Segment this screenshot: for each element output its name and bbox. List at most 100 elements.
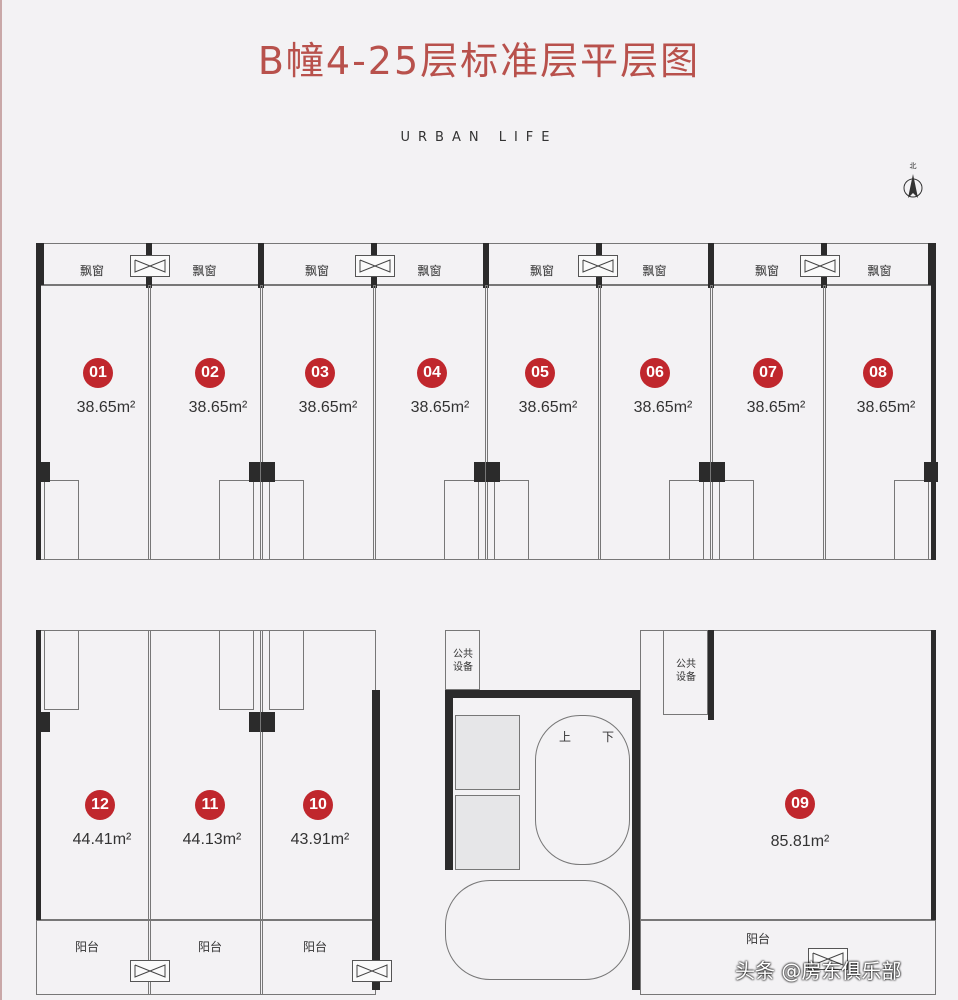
- unit-area: 38.65m²: [518, 399, 578, 416]
- ac-unit-icon: [352, 960, 392, 982]
- partition-wall: [372, 285, 376, 560]
- wall: [931, 285, 936, 560]
- balcony-label: 阳台: [745, 932, 771, 946]
- bathroom: [269, 480, 304, 560]
- core-wall: [445, 690, 453, 870]
- unit-area: 85.81m²: [770, 833, 830, 850]
- column: [36, 712, 50, 732]
- unit-number-badge: 06: [640, 358, 670, 388]
- equipment-label: 公共设备: [453, 649, 473, 673]
- bathroom: [443, 480, 479, 560]
- bathroom: [44, 480, 79, 560]
- unit-area: 38.65m²: [633, 399, 693, 416]
- page-border: [0, 0, 2, 1000]
- ac-unit-icon: [808, 948, 848, 970]
- unit-area: 44.13m²: [182, 831, 242, 848]
- unit-area: 38.65m²: [188, 399, 248, 416]
- partition-wall: [485, 285, 488, 560]
- bay-window-label: 飘窗: [529, 264, 555, 278]
- unit-number-badge: 11: [195, 790, 225, 820]
- unit-area: 38.65m²: [410, 399, 470, 416]
- unit-number-badge: 05: [525, 358, 555, 388]
- bathroom: [893, 480, 929, 560]
- column: [36, 462, 50, 482]
- bay-window-label: 飘窗: [79, 264, 105, 278]
- partition-wall: [710, 285, 713, 560]
- column: [711, 462, 725, 482]
- balcony-label: 阳台: [74, 940, 100, 954]
- unit-number-badge: 02: [195, 358, 225, 388]
- column: [248, 712, 263, 732]
- bay-window-label: 飘窗: [867, 264, 892, 278]
- bay-window-label: 飘窗: [304, 264, 330, 278]
- wall: [36, 630, 41, 920]
- bottom-left-units-block: [36, 630, 376, 920]
- ac-unit-icon: [130, 255, 170, 277]
- equipment-room: [663, 630, 708, 715]
- stair-down-label: 下: [601, 730, 615, 744]
- balcony-right: [640, 920, 936, 995]
- stairwell: [535, 715, 630, 865]
- bathroom: [719, 480, 754, 560]
- stairwell: [445, 880, 630, 980]
- equipment-label: 公共设备: [676, 659, 696, 683]
- unit-number-badge: 08: [863, 358, 893, 388]
- partition-wall: [260, 285, 263, 560]
- unit-area: 38.65m²: [76, 399, 136, 416]
- core-wall: [632, 690, 640, 990]
- unit-area: 44.41m²: [72, 831, 132, 848]
- wall: [258, 243, 264, 288]
- column: [261, 462, 275, 482]
- column: [486, 462, 500, 482]
- bathroom: [44, 630, 79, 710]
- column: [473, 462, 488, 482]
- ac-unit-icon: [578, 255, 618, 277]
- partition-wall: [260, 630, 263, 995]
- unit-number-badge: 04: [417, 358, 447, 388]
- page-subtitle: URBAN LIFE: [400, 130, 558, 145]
- wall: [708, 630, 714, 720]
- unit-number-badge: 10: [303, 790, 333, 820]
- core-wall: [445, 690, 640, 698]
- watermark: 头条 @房东俱乐部: [735, 959, 902, 983]
- unit-number-badge: 09: [785, 789, 815, 819]
- wall: [708, 243, 714, 288]
- column: [261, 712, 275, 732]
- core-wall: [372, 690, 380, 990]
- unit-number-badge: 01: [83, 358, 113, 388]
- wall: [483, 243, 489, 288]
- bay-window-label: 飘窗: [754, 264, 780, 278]
- stair-up-label: 上: [558, 730, 572, 744]
- bay-window-label: 飘窗: [417, 264, 442, 278]
- unit-area: 43.91m²: [290, 831, 350, 848]
- unit-area: 38.65m²: [298, 399, 358, 416]
- unit-number-badge: 12: [85, 790, 115, 820]
- compass-label: 北: [910, 162, 917, 170]
- unit-number-badge: 03: [305, 358, 335, 388]
- elevator: [455, 715, 520, 790]
- partition-wall: [822, 285, 826, 560]
- equipment-room: [445, 630, 480, 690]
- partition-wall: [147, 630, 151, 995]
- wall: [36, 285, 41, 560]
- column: [698, 462, 713, 482]
- wall: [928, 243, 936, 285]
- ac-unit-icon: [130, 960, 170, 982]
- partition-wall: [147, 285, 151, 560]
- column: [248, 462, 263, 482]
- bathroom: [668, 480, 704, 560]
- north-arrow-icon: 北: [898, 160, 928, 210]
- wall: [36, 243, 44, 285]
- unit-number-badge: 07: [753, 358, 783, 388]
- balcony-label: 阳台: [197, 940, 223, 954]
- bathroom: [218, 630, 254, 710]
- ac-unit-icon: [355, 255, 395, 277]
- bay-window-label: 飘窗: [642, 264, 667, 278]
- bathroom: [218, 480, 254, 560]
- partition-wall: [597, 285, 601, 560]
- ac-unit-icon: [800, 255, 840, 277]
- unit-area: 38.65m²: [856, 399, 916, 416]
- bathroom: [494, 480, 529, 560]
- elevator: [455, 795, 520, 870]
